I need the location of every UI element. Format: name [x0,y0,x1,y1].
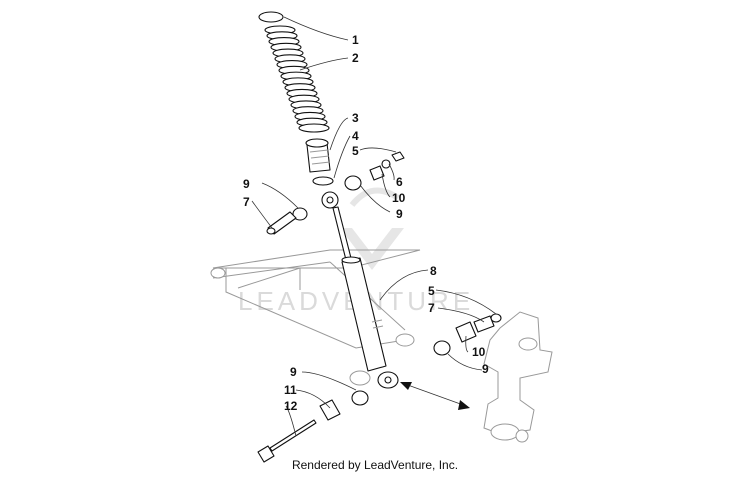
callout-7-lower: 7 [428,301,435,315]
knuckle-body [483,311,553,435]
callout-6: 6 [396,175,403,189]
a-arm-front-bushing [210,267,226,279]
bushing-lower-left [351,390,369,406]
steering-knuckle-ghost [483,311,553,443]
coil-spring [264,25,330,133]
spacer-lower-left [319,399,341,421]
pin-upper-end [266,227,276,235]
bushing-lower-right [433,340,451,356]
render-credit: Rendered by LeadVenture, Inc. [291,458,459,472]
callout-10-lower: 10 [472,345,486,359]
pin-lower-right [473,315,495,333]
shock-upper-eye-hole [326,196,334,204]
callout-9-lower-right: 9 [482,362,489,376]
callout-3: 3 [352,111,359,125]
callout-10-upper: 10 [392,191,406,205]
a-arm-ghost [210,249,421,386]
watermark-logo-mark [340,228,404,270]
double-arrow [400,382,470,410]
bushing-upper-right [344,175,362,191]
spacer-lower-right [455,321,477,343]
a-arm-rear-bushing [395,333,415,347]
callout-2: 2 [352,51,359,65]
spacer-upper [369,165,385,181]
knuckle-upper-eye [518,337,538,351]
callout-7-upper-left: 7 [243,195,250,209]
upper-shock-hardware [266,151,405,235]
callout-9-lower-left: 9 [290,365,297,379]
callout-12: 12 [284,399,298,413]
callout-5-lower: 5 [428,284,435,298]
spring-clip [258,11,284,23]
spring-seat-washer [312,176,334,186]
shock-absorber [332,206,399,389]
washer-upper [381,159,391,169]
callout-1: 1 [352,33,359,47]
nut-upper [391,151,405,162]
callout-4: 4 [352,129,359,143]
callout-5-upper: 5 [352,144,359,158]
spring-coil [298,123,330,133]
callout-8: 8 [430,264,437,278]
callout-11: 11 [284,383,297,397]
long-bolt-head [257,445,275,463]
bump-stop [305,138,331,173]
bushing-upper-left [292,207,308,221]
long-bolt [269,419,317,452]
watermark-logo-swoosh [349,187,400,207]
a-arm-shock-mount [349,370,371,386]
a-arm-upper-rail [212,249,421,269]
knuckle-lower-eye [490,423,520,441]
leader-lines [251,16,497,437]
knuckle-ball-joint [515,429,529,443]
callout-numbers: 1 2 3 4 5 6 10 9 9 7 8 5 7 10 9 9 11 12 [243,33,489,413]
lower-left-hardware [257,390,369,463]
lower-right-hardware [433,313,502,356]
callout-9-upper-left: 9 [243,177,250,191]
callout-9-upper-right: 9 [396,207,403,221]
